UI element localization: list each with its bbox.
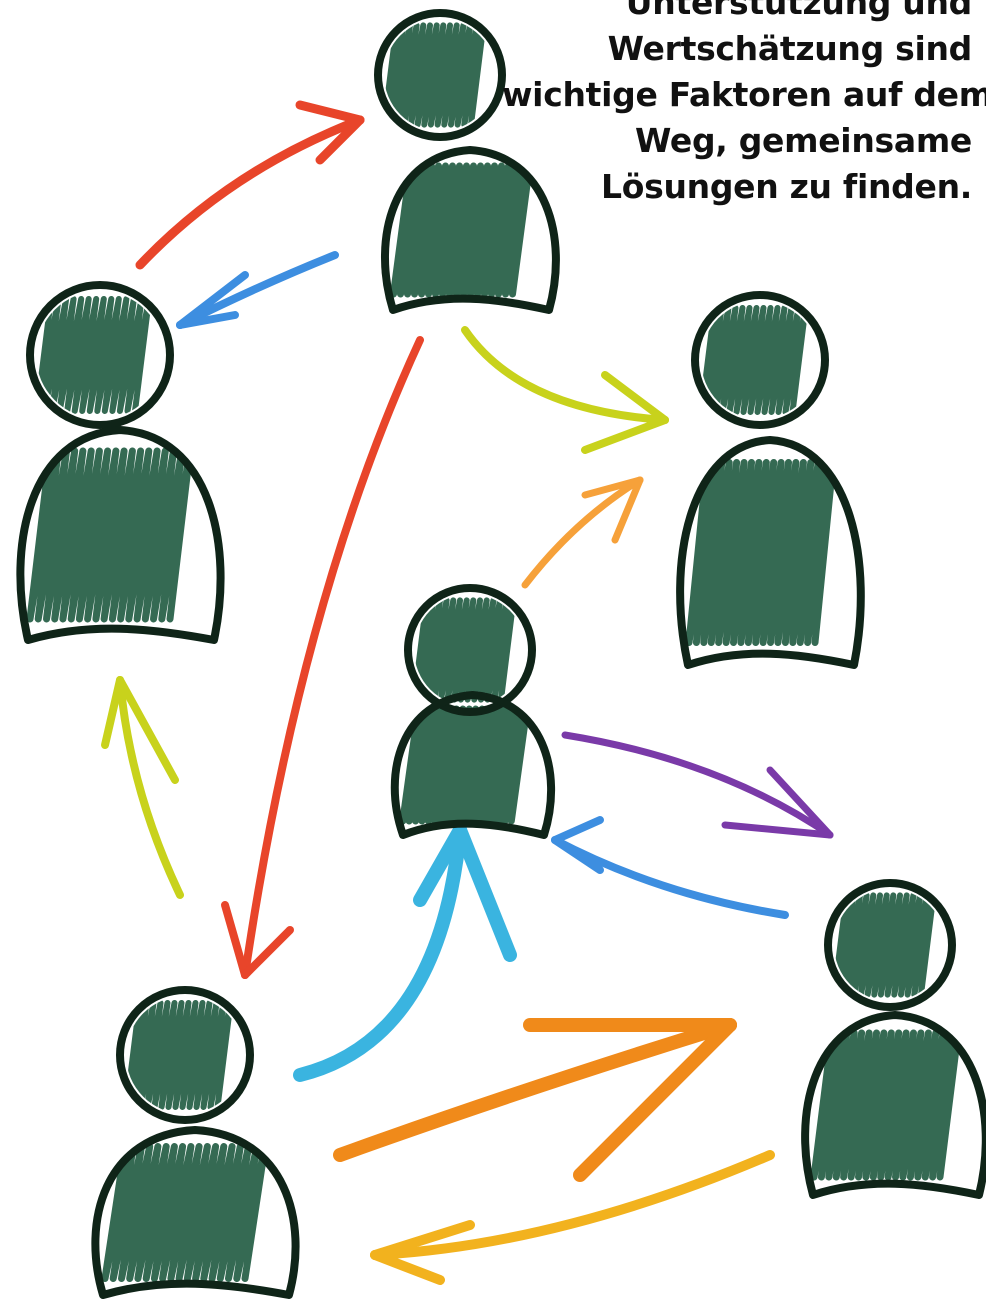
caption: Unterstützung und Wertschätzung sind wic… (502, 0, 972, 210)
caption-line-1: Unterstützung und (502, 0, 972, 26)
caption-line-2: Wertschätzung sind (502, 26, 972, 72)
person-right-body-hatch (689, 463, 833, 643)
arrow-bottom-left-to-center (300, 830, 510, 1075)
person-bottom-left (95, 990, 295, 1295)
arrow-left-to-top (140, 105, 360, 265)
caption-line-5: Lösungen zu finden. (502, 164, 972, 210)
arrow-bottom-right-to-bottom-left (375, 1155, 770, 1280)
arrow-bottom-left-to-left (105, 680, 180, 895)
caption-line-4: Weg, gemeinsame (502, 118, 972, 164)
arrow-center-to-bottom-right (565, 735, 830, 835)
arrow-top-to-right-shaft (465, 330, 665, 420)
person-right-head-hatch (702, 308, 806, 412)
arrow-top-to-right (465, 330, 665, 450)
arrow-top-to-bottom-left-shaft (245, 340, 420, 975)
person-bottom-left-head-hatch (127, 1003, 231, 1107)
arrow-bottom-right-to-bottom-left-head-2 (375, 1255, 440, 1280)
person-left (20, 285, 220, 640)
arrow-top-to-bottom-left (225, 340, 420, 975)
arrow-top-to-left-shaft (180, 255, 335, 325)
arrow-top-to-left (180, 255, 335, 325)
arrow-bottom-right-to-center-shaft (555, 840, 785, 915)
arrow-center-to-bottom-right-shaft (565, 735, 830, 835)
arrow-left-to-top-shaft (140, 120, 360, 265)
person-center-head-hatch (414, 600, 513, 699)
person-center (395, 588, 551, 835)
person-bottom-left-body-hatch (105, 1147, 265, 1279)
arrow-top-to-bottom-left-head-1 (225, 905, 245, 975)
arrow-bottom-left-to-left-shaft (120, 680, 180, 895)
person-left-body-hatch (30, 451, 190, 619)
arrow-bottom-right-to-center-head-1 (555, 820, 600, 840)
person-top-head-hatch (384, 25, 483, 124)
person-bottom-right-body-hatch (814, 1033, 958, 1177)
person-bottom-right-head-hatch (834, 895, 933, 994)
arrow-bottom-left-to-left-head-1 (105, 680, 120, 745)
arrow-bottom-left-to-bottom-right (340, 1025, 730, 1175)
person-bottom-right (805, 883, 986, 1195)
arrow-bottom-left-to-center-head-2 (460, 830, 510, 955)
person-left-head-hatch (37, 299, 149, 411)
arrow-left-to-top-head-1 (300, 105, 360, 120)
arrow-center-to-right (525, 480, 640, 585)
caption-line-3: wichtige Faktoren auf dem (502, 72, 972, 118)
person-center-body-hatch (403, 709, 527, 821)
arrow-top-to-right-head-2 (585, 420, 665, 450)
arrow-bottom-right-to-center (555, 820, 785, 915)
person-right (680, 295, 861, 665)
